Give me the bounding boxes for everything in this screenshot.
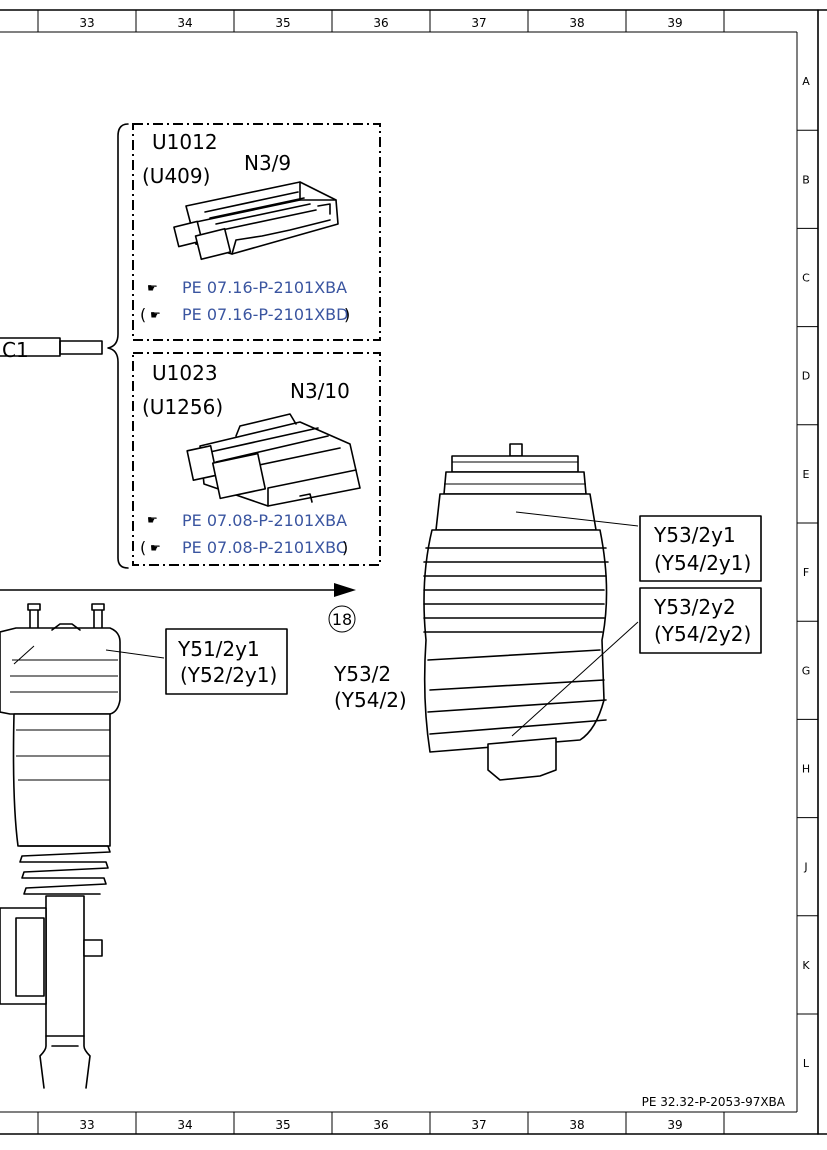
column-number: 33	[79, 16, 94, 30]
pointer-hand-icon: ☛	[150, 541, 161, 555]
column-number: 36	[373, 1118, 388, 1132]
row-letter: J	[803, 861, 807, 874]
column-number: 38	[569, 16, 584, 30]
doc-link-pe-07-16-xba[interactable]: ☛ PE 07.16-P-2101XBA	[147, 278, 347, 297]
optional-open-paren: (	[140, 305, 146, 324]
column-number: 39	[667, 16, 682, 30]
group-brace	[107, 123, 129, 569]
callout-y53-2y2-line1: Y53/2y2	[653, 595, 736, 619]
doc-link-pe-07-16-xbd[interactable]: ( ☛ PE 07.16-P-2101XBD )	[140, 305, 350, 324]
footer-document-reference: PE 32.32-P-2053-97XBA	[642, 1095, 786, 1109]
alt-part-number-u1256: (U1256)	[142, 395, 223, 419]
row-letter: B	[802, 173, 810, 186]
doc-link-text[interactable]: PE 07.08-P-2101XBA	[182, 511, 347, 530]
optional-close-paren: )	[344, 305, 350, 324]
column-number: 39	[667, 1118, 682, 1132]
pointer-hand-icon: ☛	[147, 281, 158, 295]
row-letter: G	[802, 664, 811, 677]
arrow-marker-number: 18	[332, 610, 352, 629]
alt-part-number-u409: (U409)	[142, 164, 210, 188]
column-number: 35	[275, 16, 290, 30]
callout-y53-2y1-line2: (Y54/2y1)	[654, 551, 751, 575]
column-number: 33	[79, 1118, 94, 1132]
callout-y51-2y1-line2: (Y52/2y1)	[180, 663, 277, 687]
callout-y53-2y1[interactable]: Y53/2y1 (Y54/2y1)	[639, 515, 762, 582]
ecu-n3-10-drawing	[186, 413, 361, 507]
column-number: 34	[177, 16, 192, 30]
component-y53-2: Y53/2	[333, 662, 391, 686]
row-letter: D	[802, 370, 810, 383]
callout-y53-2y2[interactable]: Y53/2y2 (Y54/2y2)	[639, 587, 762, 654]
signal-arrow: 18	[0, 583, 356, 633]
group-box-n3-9	[132, 123, 381, 341]
doc-link-text[interactable]: PE 07.16-P-2101XBD	[182, 305, 348, 324]
column-number: 35	[275, 1118, 290, 1132]
part-number-u1023: U1023	[152, 361, 218, 385]
component-n3-9: N3/9	[244, 151, 291, 175]
connector-c1-label: C1	[2, 338, 29, 362]
connector-c1[interactable]: C1	[0, 337, 103, 362]
pointer-hand-icon: ☛	[150, 308, 161, 322]
doc-link-pe-07-08-xbc[interactable]: ( ☛ PE 07.08-P-2101XBC )	[140, 538, 348, 557]
doc-link-text[interactable]: PE 07.08-P-2101XBC	[182, 538, 347, 557]
right-air-strut	[423, 443, 639, 781]
callout-y51-2y1[interactable]: Y51/2y1 (Y52/2y1)	[165, 628, 288, 695]
left-air-strut	[0, 603, 165, 1089]
component-n3-10: N3/10	[290, 379, 350, 403]
row-letter: F	[803, 566, 809, 579]
callout-y53-2y2-line2: (Y54/2y2)	[654, 622, 751, 646]
doc-link-text[interactable]: PE 07.16-P-2101XBA	[182, 278, 347, 297]
right-strut-label: Y53/2 (Y54/2)	[333, 662, 407, 712]
optional-open-paren: (	[140, 538, 146, 557]
arrow-head-icon	[334, 583, 356, 597]
component-y54-2: (Y54/2)	[334, 688, 407, 712]
callout-y51-2y1-line1: Y51/2y1	[177, 637, 260, 661]
row-letter: L	[803, 1057, 810, 1070]
column-number: 37	[471, 16, 486, 30]
part-number-u1012: U1012	[152, 130, 218, 154]
column-number: 36	[373, 16, 388, 30]
control-unit-group-n3-10: U1023 (U1256) N3/10 ☛ PE 07.08-P-2101XBA…	[132, 352, 381, 566]
row-letter: A	[802, 75, 810, 88]
pointer-hand-icon: ☛	[147, 513, 158, 527]
drawing-frame	[0, 9, 827, 1135]
row-letter: C	[802, 272, 810, 285]
row-labels: A B C D E F G H J K L	[797, 75, 818, 1070]
optional-close-paren: )	[342, 538, 348, 557]
callout-y53-2y1-line1: Y53/2y1	[653, 523, 736, 547]
doc-link-pe-07-08-xba[interactable]: ☛ PE 07.08-P-2101XBA	[147, 511, 347, 530]
column-number: 34	[177, 1118, 192, 1132]
row-letter: H	[802, 763, 810, 776]
column-header: 33 34 35 36 37 38 39	[37, 10, 725, 32]
row-letter: K	[802, 959, 810, 972]
group-box-n3-10	[132, 352, 381, 566]
ecu-n3-9-drawing	[173, 181, 339, 261]
column-number: 37	[471, 1118, 486, 1132]
control-unit-group-n3-9: U1012 (U409) N3/9 ☛ PE 07.16-P-2101XBA (…	[132, 123, 381, 341]
column-number: 38	[569, 1118, 584, 1132]
column-footer: 33 34 35 36 37 38 39	[37, 1112, 725, 1134]
row-letter: E	[803, 468, 810, 481]
